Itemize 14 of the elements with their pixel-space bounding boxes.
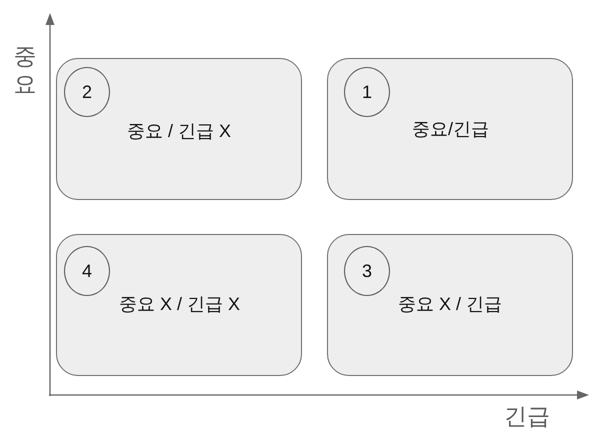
- axis-label: 긴급: [504, 404, 550, 430]
- quadrant-label: 중요 / 긴급 X: [127, 120, 232, 143]
- axis-label: 중요: [13, 42, 37, 98]
- number-circle: 3: [344, 246, 390, 296]
- quadrant-label: 중요 X / 긴급 X: [119, 293, 240, 316]
- quadrant-box: [327, 58, 573, 200]
- quadrant-box: [56, 234, 302, 376]
- quadrant-box: [327, 234, 573, 376]
- quadrant-label: 중요/긴급: [412, 118, 490, 141]
- quadrant-label: 중요 X / 긴급: [398, 293, 502, 316]
- number-circle: 1: [344, 67, 390, 117]
- number-circle: 4: [64, 246, 110, 296]
- number-circle: 2: [64, 67, 110, 117]
- quadrant-box: [56, 58, 302, 200]
